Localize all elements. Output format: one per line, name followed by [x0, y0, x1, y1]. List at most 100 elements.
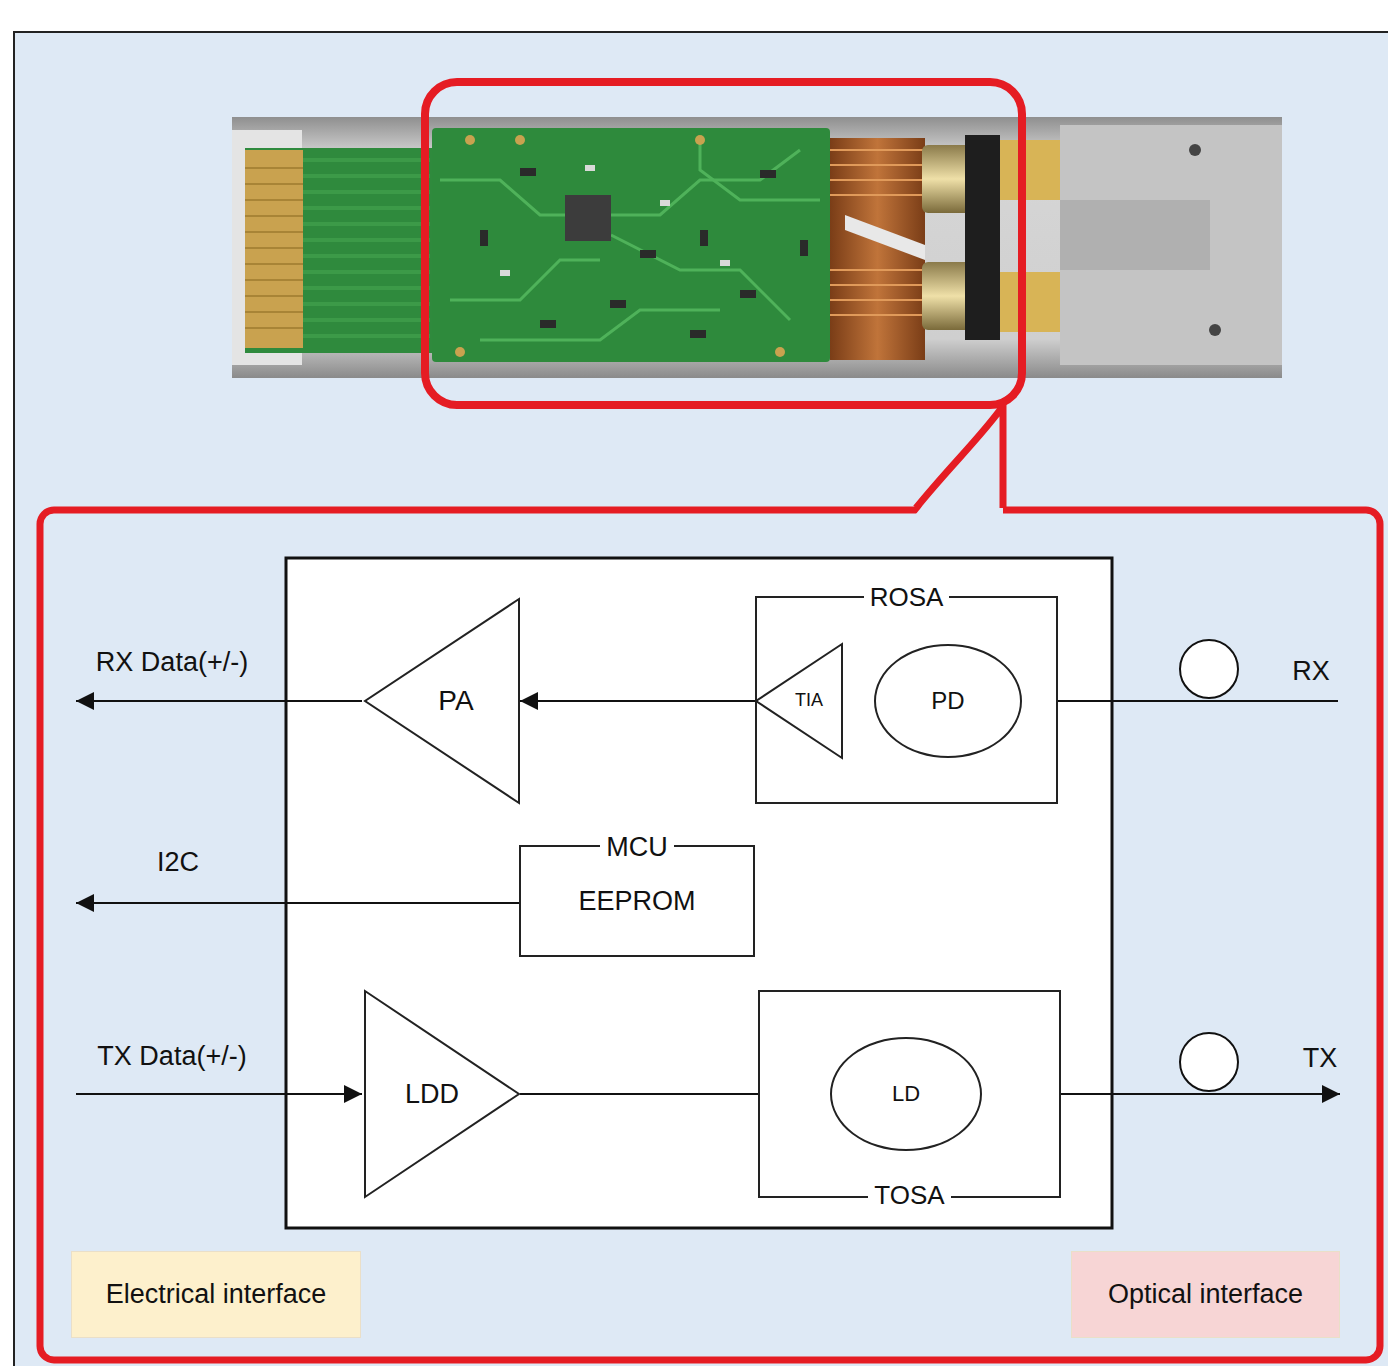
module-photo	[1189, 144, 1201, 156]
module-photo	[303, 222, 430, 226]
module-photo	[245, 215, 303, 217]
signal-wire	[76, 1093, 362, 1095]
module-photo	[480, 230, 488, 246]
driver-triangle: LDD	[364, 990, 520, 1198]
block-label: Electrical interface	[106, 1278, 327, 1310]
module-photo	[1000, 272, 1060, 332]
module-photo	[690, 330, 706, 338]
module-photo	[515, 135, 525, 145]
module-photo	[245, 150, 303, 348]
module-photo	[245, 247, 303, 249]
module-photo	[830, 149, 925, 151]
group-heading: MCU	[600, 831, 674, 863]
module-photo	[1000, 140, 1060, 200]
module-photo	[245, 311, 303, 313]
block-label: TIA	[795, 690, 823, 712]
callout-pointer	[916, 406, 1003, 508]
module-photo	[455, 135, 785, 357]
module-photo	[845, 215, 925, 260]
block-label: Optical interface	[1108, 1278, 1303, 1310]
module-photo	[245, 279, 303, 281]
module-photo	[303, 238, 430, 242]
module-photo	[480, 168, 808, 338]
module-photo	[303, 302, 430, 306]
module-photo	[303, 190, 430, 194]
module-photo	[830, 179, 925, 181]
component-ellipse: LD	[830, 1037, 982, 1151]
module-photo	[245, 183, 303, 185]
triangle-outline	[756, 644, 842, 758]
block-label: PD	[931, 687, 964, 716]
module-box	[286, 558, 1112, 1228]
module-photo	[610, 300, 626, 308]
module-photo	[540, 320, 556, 328]
module-photo	[830, 314, 925, 316]
triangle-outline	[365, 991, 519, 1197]
signal-wire	[1024, 700, 1338, 702]
assembly-box: TIAPDROSA	[755, 596, 1058, 804]
module-photo	[660, 200, 670, 206]
module-photo	[245, 231, 303, 233]
module-photo	[520, 168, 536, 176]
fiber-symbol	[1180, 1033, 1238, 1091]
callout-pointer	[916, 406, 1003, 514]
block-label: LD	[892, 1081, 920, 1107]
port-name: TX	[1303, 1042, 1338, 1074]
zoom-frame	[425, 82, 1022, 405]
assembly-box: LDTOSA	[758, 990, 1061, 1198]
module-photo	[585, 165, 595, 171]
module-photo	[232, 117, 1282, 378]
module-photo	[432, 128, 830, 362]
module-photo	[830, 164, 925, 166]
module-photo	[245, 327, 303, 329]
module-photo	[700, 230, 708, 246]
module-photo	[695, 135, 705, 145]
block-label: PA	[438, 684, 473, 718]
group-heading: ROSA	[864, 582, 950, 613]
module-photo	[611, 150, 800, 215]
module-photo	[830, 269, 925, 271]
signal-connector	[520, 700, 755, 702]
module-photo	[440, 180, 565, 215]
module-photo	[1060, 125, 1282, 365]
module-photo	[303, 174, 430, 178]
module-photo	[450, 260, 600, 300]
signal-name: RX Data(+/-)	[96, 646, 248, 678]
block-label: LDD	[405, 1078, 459, 1110]
module-photo	[480, 310, 720, 340]
module-photo	[303, 318, 430, 322]
signal-name: I2C	[157, 846, 199, 878]
module-photo	[232, 117, 1282, 378]
page-ground	[14, 32, 1388, 1366]
module-photo	[245, 263, 303, 265]
module-photo	[232, 130, 302, 365]
module-photo	[775, 347, 785, 357]
callout-frame	[40, 510, 1380, 1360]
module-photo	[760, 170, 776, 178]
module-photo	[700, 140, 820, 200]
module-photo	[303, 270, 430, 274]
signal-name: TX Data(+/-)	[97, 1040, 246, 1072]
module-photo	[740, 290, 756, 298]
module-photo	[830, 284, 925, 286]
module-photo	[1060, 200, 1210, 270]
port-name: RX	[1292, 655, 1330, 687]
module-photo	[500, 270, 510, 276]
signal-wire	[76, 902, 519, 904]
module-photo	[565, 195, 611, 241]
interface-tag: Electrical interface	[71, 1251, 361, 1338]
module-photo	[465, 135, 475, 145]
controller-box: MCUEEPROM	[519, 845, 755, 957]
module-photo	[303, 286, 430, 290]
module-photo	[245, 148, 435, 353]
fiber-symbol	[1180, 640, 1238, 698]
block-label: EEPROM	[578, 885, 695, 917]
module-photo	[245, 167, 303, 169]
module-photo	[965, 135, 1000, 340]
interface-tag: Optical interface	[1071, 1251, 1340, 1338]
component-ellipse: PD	[874, 644, 1022, 758]
signal-wire	[76, 700, 362, 702]
module-photo	[245, 199, 303, 201]
